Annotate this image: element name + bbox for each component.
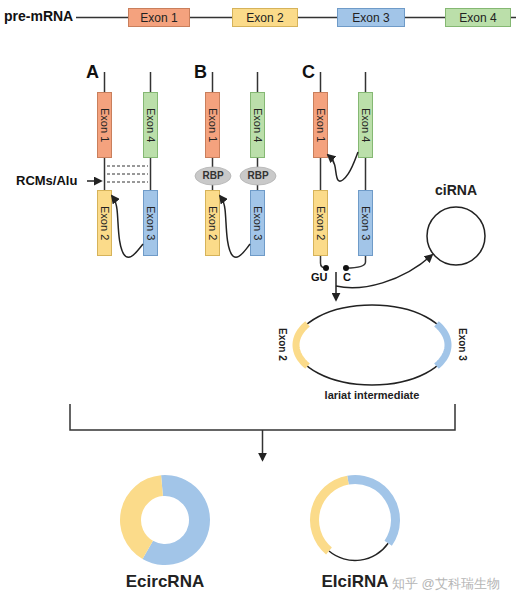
intron-segment xyxy=(329,543,389,561)
exon-name: Exon 4 xyxy=(360,108,371,142)
circrna-ring: EcircRNA xyxy=(120,475,210,565)
exon-box: Exon 2 xyxy=(205,190,220,256)
circrna-ring-shape xyxy=(120,475,210,565)
cirna-circle-shape xyxy=(426,206,486,266)
exon-name: Exon 3 xyxy=(145,206,156,240)
intron-line xyxy=(365,158,367,190)
pairing-dash xyxy=(107,166,148,167)
splice-site-dot xyxy=(323,265,329,271)
exon-box: Exon 3 xyxy=(358,190,373,256)
exon-box: Exon 2 xyxy=(313,190,328,256)
exon-box: Exon 1 xyxy=(205,92,220,158)
rna-name: ciRNA xyxy=(386,182,522,199)
exon-name: Exon 2 xyxy=(207,206,218,240)
exon-name: Exon 1 xyxy=(207,108,218,142)
exon-box: Exon 1 xyxy=(313,92,328,158)
exon-name: Exon 3 xyxy=(360,206,371,240)
cirna-circle: ciRNA xyxy=(426,206,486,266)
exon-name: Exon 4 xyxy=(459,12,496,24)
exon-name: Exon 2 xyxy=(99,206,110,240)
splice-arrow xyxy=(220,196,250,257)
exon-name: Exon 1 xyxy=(140,12,177,24)
rbp-ellipse: RBP xyxy=(195,167,231,185)
rna-name: EcircRNA xyxy=(50,572,280,592)
intron-line xyxy=(104,158,106,190)
pairing-dash xyxy=(107,182,148,183)
intron-line xyxy=(150,158,152,190)
exon-name: Exon 4 xyxy=(252,108,263,142)
exon-box: Exon 4 xyxy=(143,92,158,158)
exon-segment xyxy=(436,324,448,366)
lariat-loop-shape xyxy=(296,305,448,385)
exon-name: Exon 2 xyxy=(246,12,283,24)
panel-letter: C xyxy=(302,62,315,84)
element-label: RCMs/Alu xyxy=(16,173,77,189)
exon-box: Exon 3 xyxy=(337,8,405,27)
process-arrow xyxy=(336,255,432,288)
lariat-text: Exon 2 xyxy=(277,328,287,361)
protein-name: RBP xyxy=(202,171,223,181)
panel-letter: A xyxy=(86,62,99,84)
intron-line xyxy=(212,72,214,92)
circrna-ring: EIciRNA xyxy=(310,475,400,565)
exon-box: Exon 3 xyxy=(143,190,158,256)
exon-name: Exon 4 xyxy=(145,108,156,142)
intron-line xyxy=(346,256,366,268)
exon-box: Exon 4 xyxy=(445,8,511,27)
exon-box: Exon 3 xyxy=(250,190,265,256)
exon-box: Exon 2 xyxy=(232,8,298,27)
merge-bracket xyxy=(70,404,455,430)
intron-line xyxy=(320,158,322,190)
exon-segment xyxy=(347,475,400,546)
cirna-circle-outline xyxy=(427,207,485,265)
intron-line xyxy=(150,72,152,92)
exon-segment xyxy=(120,475,163,559)
protein-name: RBP xyxy=(247,171,268,181)
exon-box: Exon 1 xyxy=(97,92,112,158)
lariat-outline xyxy=(296,305,448,385)
exon-name: Exon 1 xyxy=(99,108,110,142)
lariat-text: Exon 3 xyxy=(457,328,467,361)
intron-line xyxy=(365,72,367,92)
circrna-ring-shape xyxy=(310,475,400,565)
intron-line xyxy=(104,72,106,92)
exon-name: Exon 3 xyxy=(252,206,263,240)
splice-arrow xyxy=(112,196,143,257)
lariat-text: lariat intermediate xyxy=(246,389,498,402)
exon-name: Exon 2 xyxy=(315,206,326,240)
intron-line xyxy=(320,72,322,92)
intron-line xyxy=(257,72,259,92)
watermark: 知乎 @艾科瑞生物 xyxy=(392,576,500,592)
pointer-arrow xyxy=(87,180,101,182)
splice-arrow xyxy=(328,152,358,181)
exon-segment xyxy=(310,476,349,555)
exon-box: Exon 2 xyxy=(97,190,112,256)
molecule-label: pre-mRNA xyxy=(4,8,73,25)
rbp-ellipse: RBP xyxy=(240,167,276,185)
lariat-loop: Exon 2Exon 3lariat intermediate xyxy=(296,305,448,385)
splice-site-dot xyxy=(343,265,349,271)
exon-box: Exon 4 xyxy=(250,92,265,158)
exon-name: Exon 3 xyxy=(352,12,389,24)
pairing-dash xyxy=(107,174,148,175)
rbp-ellipse-outline xyxy=(195,167,231,185)
exon-box: Exon 1 xyxy=(128,8,190,27)
splice-site-label: GU xyxy=(311,271,328,284)
exon-name: Exon 1 xyxy=(315,108,326,142)
panel-letter: B xyxy=(194,62,207,84)
exon-segment xyxy=(296,324,308,366)
rbp-ellipse-outline xyxy=(240,167,276,185)
splice-site-label: C xyxy=(343,271,351,284)
process-arrow xyxy=(262,430,264,460)
exon-box: Exon 4 xyxy=(358,92,373,158)
